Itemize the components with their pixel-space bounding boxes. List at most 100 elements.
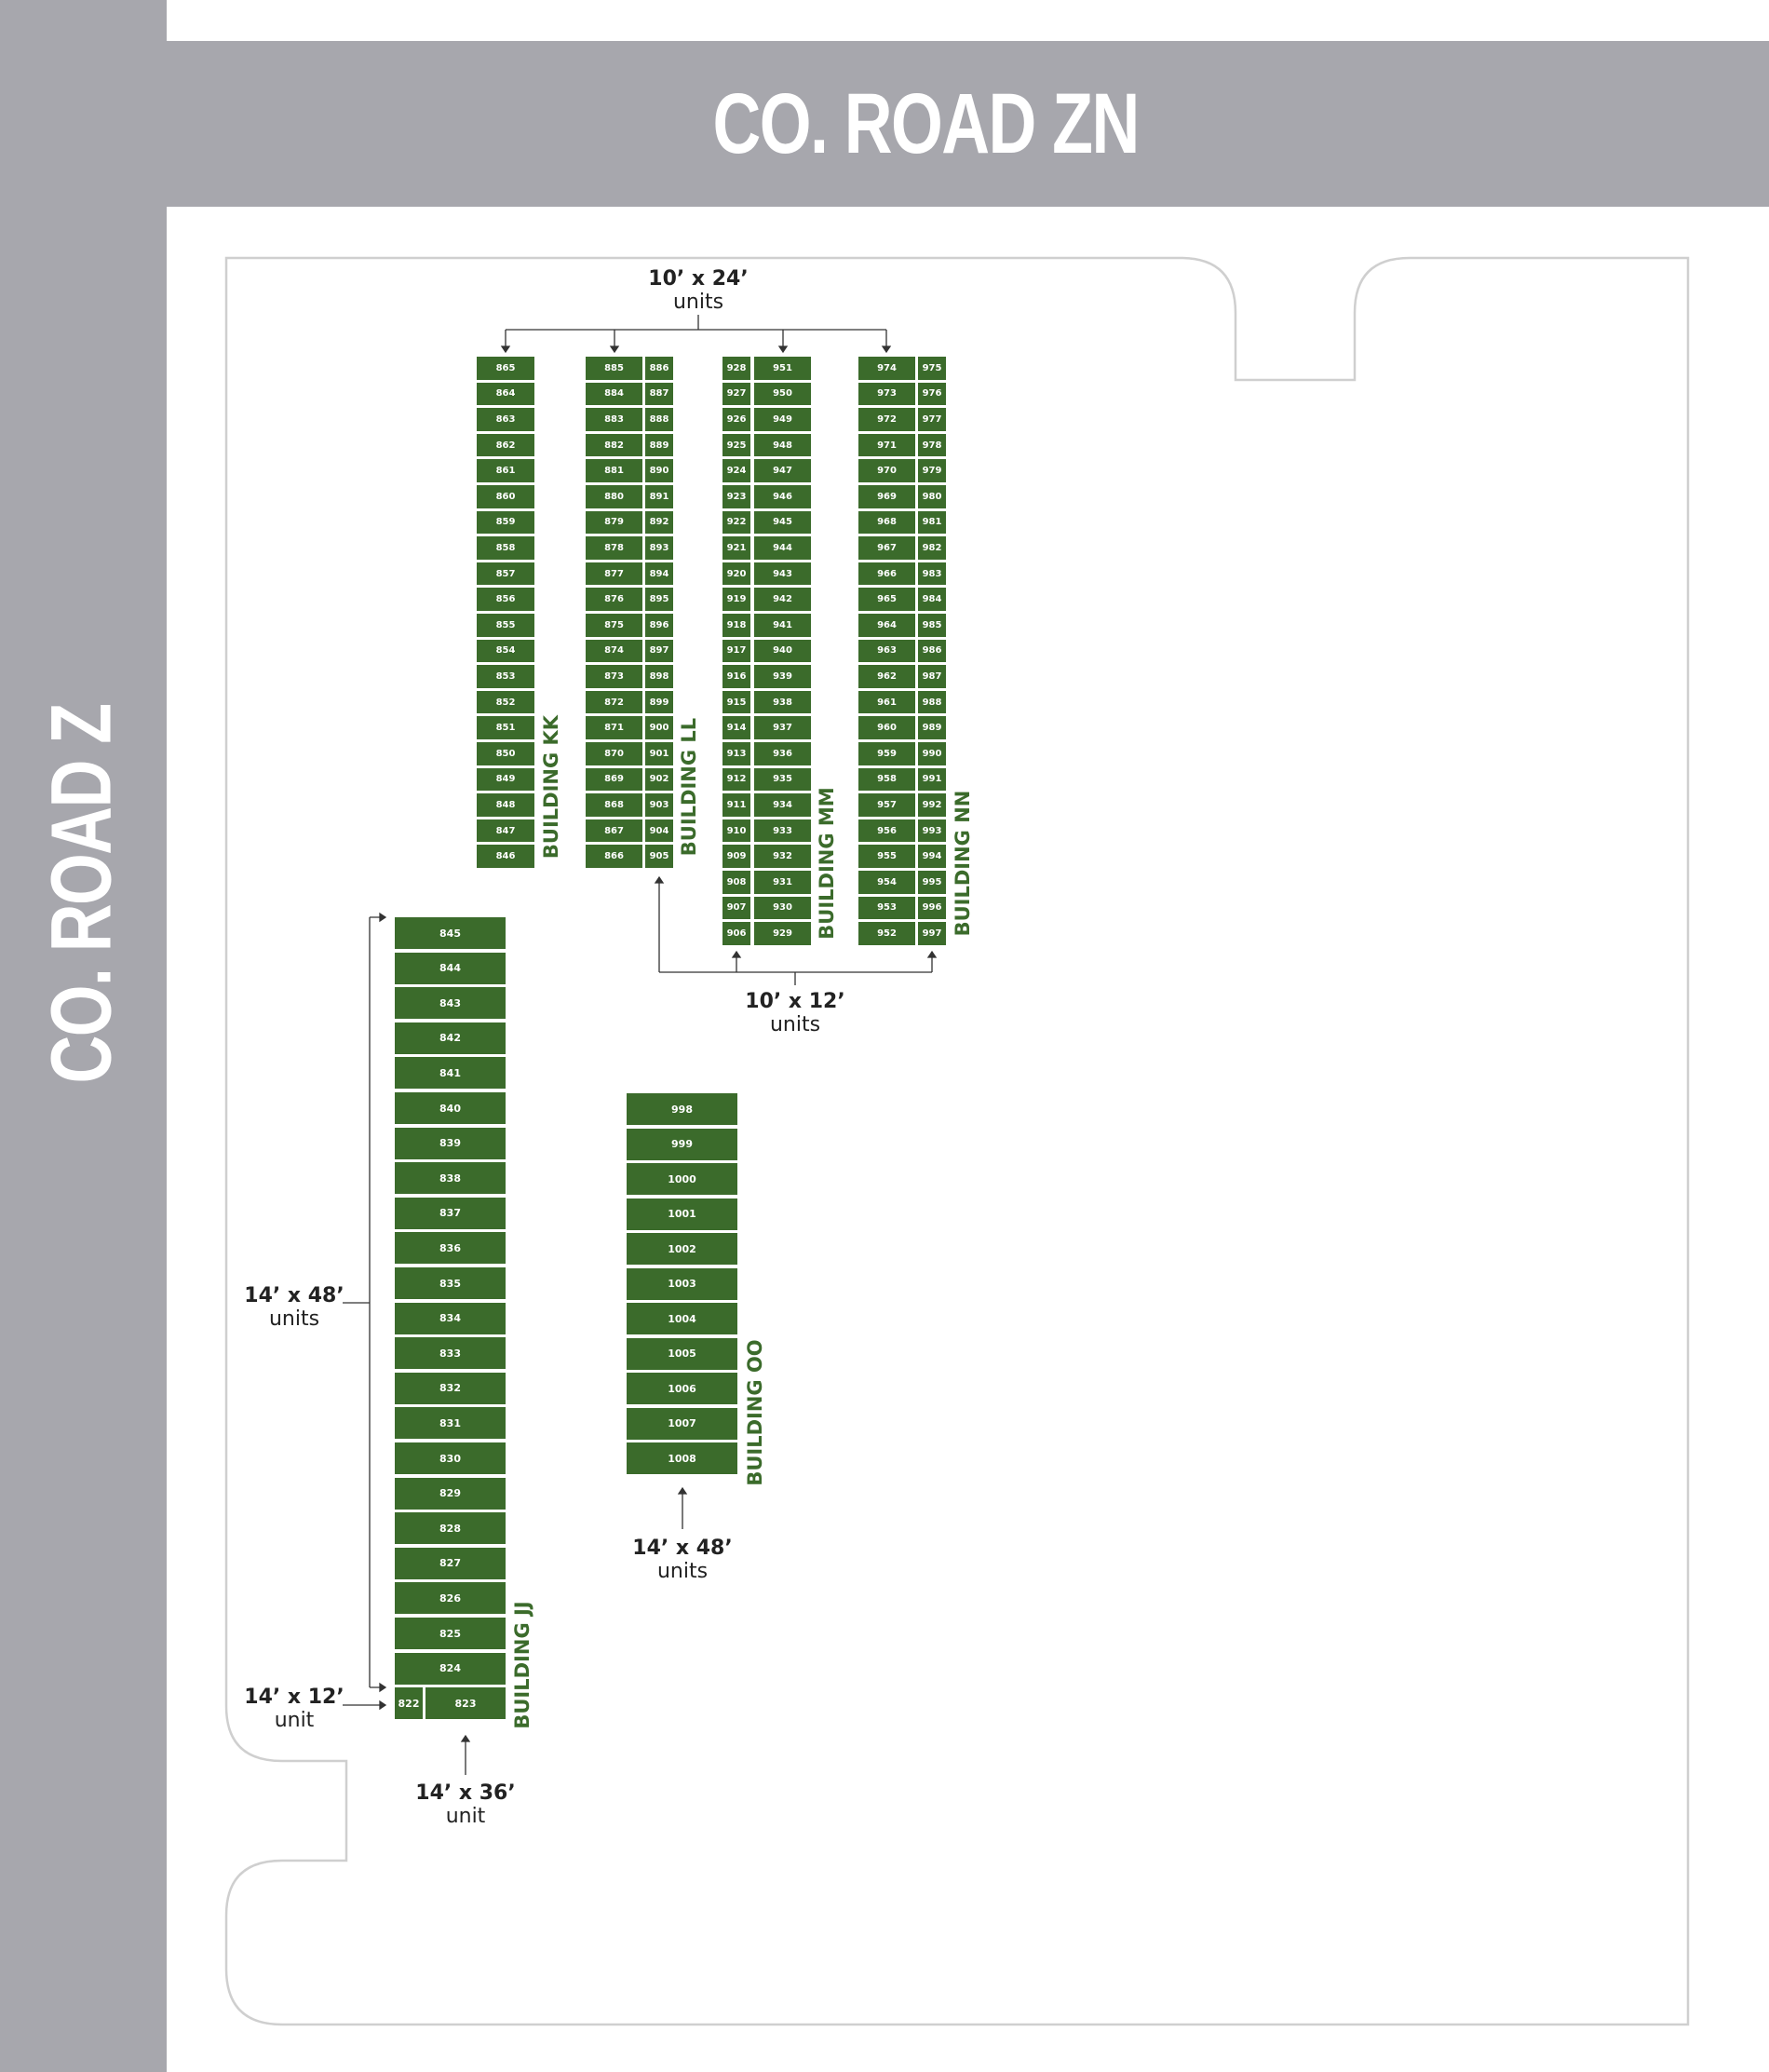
arrow-14x48-jj-head-bottom <box>379 1682 387 1693</box>
unit-876: 876 <box>586 588 642 611</box>
unit-976: 976 <box>918 382 946 406</box>
unit-888: 888 <box>645 408 673 431</box>
unit-827: 827 <box>395 1547 506 1579</box>
unit-955: 955 <box>858 845 915 868</box>
unit-874: 874 <box>586 639 642 663</box>
unit-913: 913 <box>722 742 750 765</box>
unit-967: 967 <box>858 536 915 560</box>
unit-900: 900 <box>645 716 673 739</box>
annotation-10x12-dim: 10’ x 12’ <box>745 990 845 1013</box>
annotation-14x48-jj-dim: 14’ x 48’ <box>244 1284 344 1307</box>
unit-899: 899 <box>645 690 673 714</box>
unit-901: 901 <box>645 742 673 765</box>
unit-855: 855 <box>477 614 534 637</box>
unit-986: 986 <box>918 639 946 663</box>
unit-872: 872 <box>586 690 642 714</box>
unit-829: 829 <box>395 1477 506 1510</box>
unit-953: 953 <box>858 896 915 920</box>
building-jj-label: BUILDING JJ <box>511 1601 533 1729</box>
unit-1006: 1006 <box>627 1373 737 1404</box>
unit-861: 861 <box>477 459 534 482</box>
unit-946: 946 <box>754 485 811 508</box>
unit-918: 918 <box>722 614 750 637</box>
unit-971: 971 <box>858 433 915 457</box>
property-outline <box>224 256 1690 2026</box>
unit-857: 857 <box>477 562 534 586</box>
unit-937: 937 <box>754 716 811 739</box>
unit-956: 956 <box>858 819 915 843</box>
unit-994: 994 <box>918 845 946 868</box>
annotation-14x48-jj-unit: units <box>268 1307 320 1331</box>
unit-882: 882 <box>586 433 642 457</box>
arrow-10x12-head-nn <box>926 950 938 958</box>
unit-881: 881 <box>586 459 642 482</box>
unit-965: 965 <box>858 588 915 611</box>
unit-852: 852 <box>477 690 534 714</box>
unit-934: 934 <box>754 793 811 817</box>
unit-823: 823 <box>425 1687 506 1720</box>
annotation-14x12-unit: unit <box>274 1709 315 1732</box>
unit-859: 859 <box>477 510 534 535</box>
unit-871: 871 <box>586 716 642 739</box>
unit-917: 917 <box>722 639 750 663</box>
unit-898: 898 <box>645 665 673 688</box>
arrow-10x12-head-mm <box>731 950 742 958</box>
unit-959: 959 <box>858 742 915 765</box>
unit-885: 885 <box>586 357 642 380</box>
unit-988: 988 <box>918 690 946 714</box>
unit-840: 840 <box>395 1092 506 1124</box>
unit-922: 922 <box>722 510 750 535</box>
unit-886: 886 <box>645 357 673 380</box>
road-top: CO. ROAD ZN <box>167 41 1769 207</box>
unit-914: 914 <box>722 716 750 739</box>
unit-880: 880 <box>586 485 642 508</box>
annotation-10x24: 10’ x 24’ units <box>648 267 748 314</box>
unit-987: 987 <box>918 665 946 688</box>
unit-972: 972 <box>858 408 915 431</box>
unit-939: 939 <box>754 665 811 688</box>
unit-894: 894 <box>645 562 673 586</box>
unit-998: 998 <box>627 1093 737 1125</box>
unit-1005: 1005 <box>627 1337 737 1370</box>
unit-920: 920 <box>722 562 750 586</box>
unit-989: 989 <box>918 716 946 739</box>
unit-991: 991 <box>918 767 946 792</box>
unit-873: 873 <box>586 665 642 688</box>
unit-906: 906 <box>722 922 750 945</box>
unit-853: 853 <box>477 665 534 688</box>
unit-865: 865 <box>477 357 534 380</box>
annotation-14x36: 14’ x 36’ unit <box>415 1781 515 1828</box>
unit-993: 993 <box>918 819 946 843</box>
unit-932: 932 <box>754 845 811 868</box>
unit-969: 969 <box>858 485 915 508</box>
annotation-10x12-unit: units <box>769 1013 821 1036</box>
unit-903: 903 <box>645 793 673 817</box>
unit-933: 933 <box>754 819 811 843</box>
unit-843: 843 <box>395 987 506 1020</box>
unit-850: 850 <box>477 742 534 765</box>
unit-890: 890 <box>645 459 673 482</box>
unit-842: 842 <box>395 1022 506 1054</box>
unit-851: 851 <box>477 716 534 739</box>
arrow-10x12-head-ll <box>654 875 665 884</box>
unit-870: 870 <box>586 742 642 765</box>
building-kk-label: BUILDING KK <box>540 714 562 860</box>
unit-893: 893 <box>645 536 673 560</box>
arrow-10x24-head-1 <box>609 345 620 354</box>
unit-958: 958 <box>858 767 915 792</box>
unit-860: 860 <box>477 485 534 508</box>
building-mm-label: BUILDING MM <box>816 787 838 940</box>
unit-909: 909 <box>722 845 750 868</box>
unit-824: 824 <box>395 1652 506 1685</box>
unit-833: 833 <box>395 1337 506 1370</box>
unit-931: 931 <box>754 871 811 894</box>
unit-940: 940 <box>754 639 811 663</box>
unit-928: 928 <box>722 357 750 380</box>
unit-952: 952 <box>858 922 915 945</box>
unit-841: 841 <box>395 1057 506 1090</box>
unit-924: 924 <box>722 459 750 482</box>
unit-825: 825 <box>395 1618 506 1649</box>
unit-1004: 1004 <box>627 1303 737 1334</box>
arrow-14x12-head <box>379 1700 387 1711</box>
